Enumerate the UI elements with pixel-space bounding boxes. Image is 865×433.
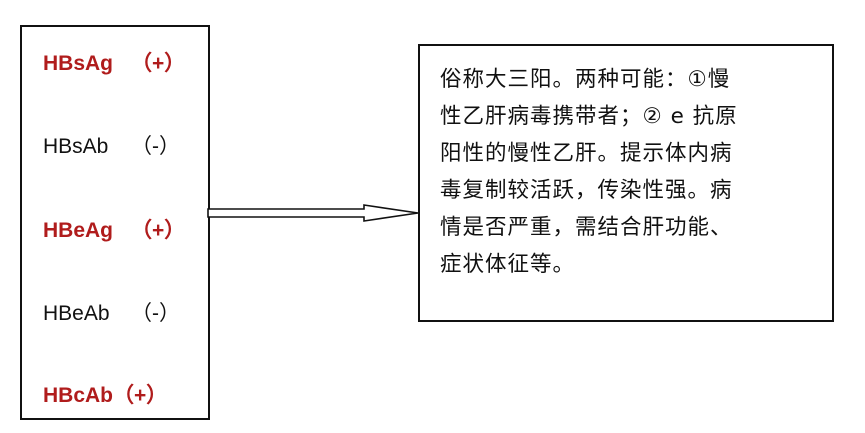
marker-name: HBsAg [43,52,114,75]
explanation-line: 症状体征等。 [440,252,576,277]
marker-hbeag: HBeAg （+） [43,214,185,244]
marker-hbeab: HBeAb （-） [43,297,180,327]
explanation-box: 俗称大三阳。两种可能：①慢 性乙肝病毒携带者；② e 抗原 阳性的慢性乙肝。提示… [418,44,834,322]
explanation-line: 俗称大三阳。两种可能：①慢 [440,67,731,92]
marker-hbsab: HBsAb （-） [43,130,180,160]
explanation-line: 情是否严重，需结合肝功能、 [440,215,733,240]
marker-name: HBeAb [43,302,110,325]
marker-list-box: HBsAg （+） HBsAb （-） HBeAg （+） HBeAb （-） HBcA… [20,25,210,420]
marker-name: HBeAg [43,219,114,242]
marker-result: （+） [113,384,168,407]
explanation-line: 阳性的慢性乙肝。提示体内病 [440,141,733,166]
marker-hbsag: HBsAg （+） [43,47,185,77]
marker-result: （-） [131,302,180,325]
marker-name: HBcAb [43,384,114,407]
explanation-line: 性乙肝病毒携带者；② e 抗原 [440,104,738,129]
marker-name: HBsAb [43,135,109,158]
marker-result: （+） [131,219,186,242]
arrow-shape [207,204,419,222]
marker-hbcab: HBcAb（+） [43,379,167,409]
marker-result: （-） [131,135,180,158]
explanation-line: 毒复制较活跃，传染性强。病 [440,178,733,203]
marker-result: （+） [131,52,186,75]
